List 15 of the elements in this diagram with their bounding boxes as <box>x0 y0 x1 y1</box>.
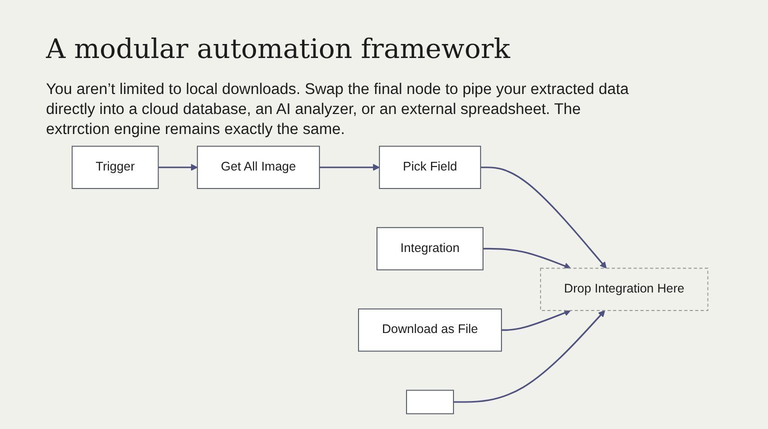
node-box: Trigger <box>72 146 159 189</box>
arrow <box>453 310 606 403</box>
title: A modular automation framework <box>46 34 510 65</box>
node-box: Pick Field <box>378 146 482 189</box>
arrow <box>483 248 571 270</box>
arrow <box>319 164 380 171</box>
node-box: Integration <box>376 227 484 270</box>
node-box: Drop Integration Here <box>540 268 708 311</box>
node-box: Get All Image <box>196 146 320 189</box>
arrow <box>158 164 198 171</box>
description-text: You aren’t limited to local downloads. Swap the final node to pipe your extracted data directly into a cloud database, an AI analyzer, or an external spreadsheet. The extrrction engine remains exactly the same. <box>46 80 630 140</box>
node-box: Download as File <box>358 308 502 352</box>
node-box <box>406 390 454 414</box>
arrow <box>501 310 571 331</box>
arrow <box>480 166 607 269</box>
